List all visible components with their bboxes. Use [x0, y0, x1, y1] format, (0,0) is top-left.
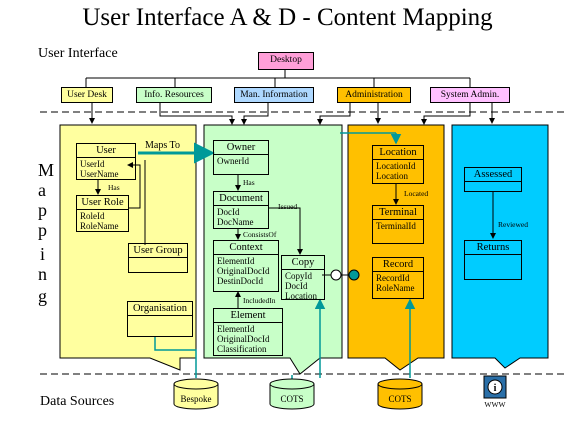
field: OriginalDocId — [217, 266, 270, 276]
field: UserId — [80, 159, 105, 169]
field: UserName — [80, 169, 119, 179]
system-admin-panel — [451, 124, 549, 369]
entity-terminal-name: Terminal — [373, 206, 423, 220]
field: CopyId — [285, 271, 312, 281]
administration-panel — [347, 124, 445, 371]
entity-owner[interactable]: Owner OwnerId — [213, 140, 269, 175]
field: RecordId — [376, 273, 410, 283]
mapping-letter: n — [38, 264, 47, 284]
field: RoleName — [80, 221, 119, 231]
entity-user-role-name: User Role — [77, 196, 128, 210]
entity-copy-name: Copy — [282, 256, 324, 270]
field: ElementId — [217, 324, 255, 334]
entity-user-group[interactable]: User Group — [128, 243, 188, 273]
page-title: User Interface A & D - Content Mapping — [82, 4, 493, 31]
entity-terminal[interactable]: Terminal TerminalId — [372, 205, 424, 244]
field: RoleName — [376, 283, 415, 293]
entity-returns-name: Returns — [465, 241, 521, 255]
field: OwnerId — [217, 156, 249, 166]
mapping-letter: a — [38, 180, 46, 200]
field: RoleId — [80, 211, 105, 221]
tab-man-information[interactable]: Man. Information — [234, 87, 314, 103]
entity-element-name: Element — [214, 309, 282, 323]
source-cots-2: COTS — [388, 394, 412, 404]
field: DocId — [217, 207, 240, 217]
rel-issued: Issued — [278, 202, 298, 211]
entity-organisation-name: Organisation — [128, 302, 192, 316]
rel-located: Located — [404, 189, 429, 198]
rel-has-owner: Has — [243, 178, 255, 187]
mapping-letter: i — [40, 244, 46, 264]
www-info-icon: i — [483, 375, 507, 399]
tab-administration[interactable]: Administration — [337, 87, 411, 103]
desktop-node[interactable]: Desktop — [258, 52, 314, 70]
field: ElementId — [217, 256, 255, 266]
entity-document-name: Document — [214, 192, 268, 206]
mapping-letter: p — [38, 200, 47, 220]
mapping-letter: p — [38, 220, 47, 240]
tab-system-admin[interactable]: System Admin. — [430, 87, 510, 103]
tab-user-desk[interactable]: User Desk — [61, 87, 113, 103]
mapping-letter: g — [38, 286, 47, 306]
entity-owner-name: Owner — [214, 141, 268, 155]
field: Classification — [217, 344, 267, 354]
rel-maps-to: Maps To — [145, 140, 180, 151]
entity-assessed-name: Assessed — [465, 168, 521, 182]
field: DocId — [285, 281, 308, 291]
rel-consists-of: ConsistsOf — [243, 230, 277, 239]
svg-text:i: i — [494, 383, 497, 394]
field: OriginalDocId — [217, 334, 270, 344]
source-www: WWW — [484, 400, 506, 409]
field: LocationId — [376, 161, 416, 171]
user-interface-label: User Interface — [38, 46, 118, 61]
field: DestinDocId — [217, 276, 263, 286]
mapping-letter: M — [38, 160, 55, 180]
source-bespoke: Bespoke — [180, 394, 212, 404]
rel-reviewed: Reviewed — [498, 220, 528, 229]
field: Location — [376, 171, 408, 181]
entity-organisation[interactable]: Organisation — [127, 301, 193, 337]
field: TerminalId — [376, 221, 416, 231]
rel-has-user: Has — [108, 183, 120, 192]
source-cots-1: COTS — [280, 394, 304, 404]
field: Location — [285, 291, 317, 301]
bespoke-cylinder — [173, 378, 219, 410]
entity-returns[interactable]: Returns — [464, 240, 522, 280]
entity-location-name: Location — [373, 146, 423, 160]
field: DocName — [217, 217, 254, 227]
entity-context-name: Context — [214, 241, 278, 255]
tab-info-resources[interactable]: Info. Resources — [136, 87, 212, 103]
entity-user-group-name: User Group — [129, 244, 187, 258]
entity-record-name: Record — [373, 258, 423, 272]
cots-cylinder-1 — [269, 378, 315, 410]
entity-assessed[interactable]: Assessed — [464, 167, 522, 192]
data-sources-label: Data Sources — [40, 394, 115, 409]
entity-user-name: User — [77, 144, 135, 158]
rel-included-in: IncludedIn — [243, 296, 276, 305]
cots-cylinder-2 — [377, 378, 423, 410]
